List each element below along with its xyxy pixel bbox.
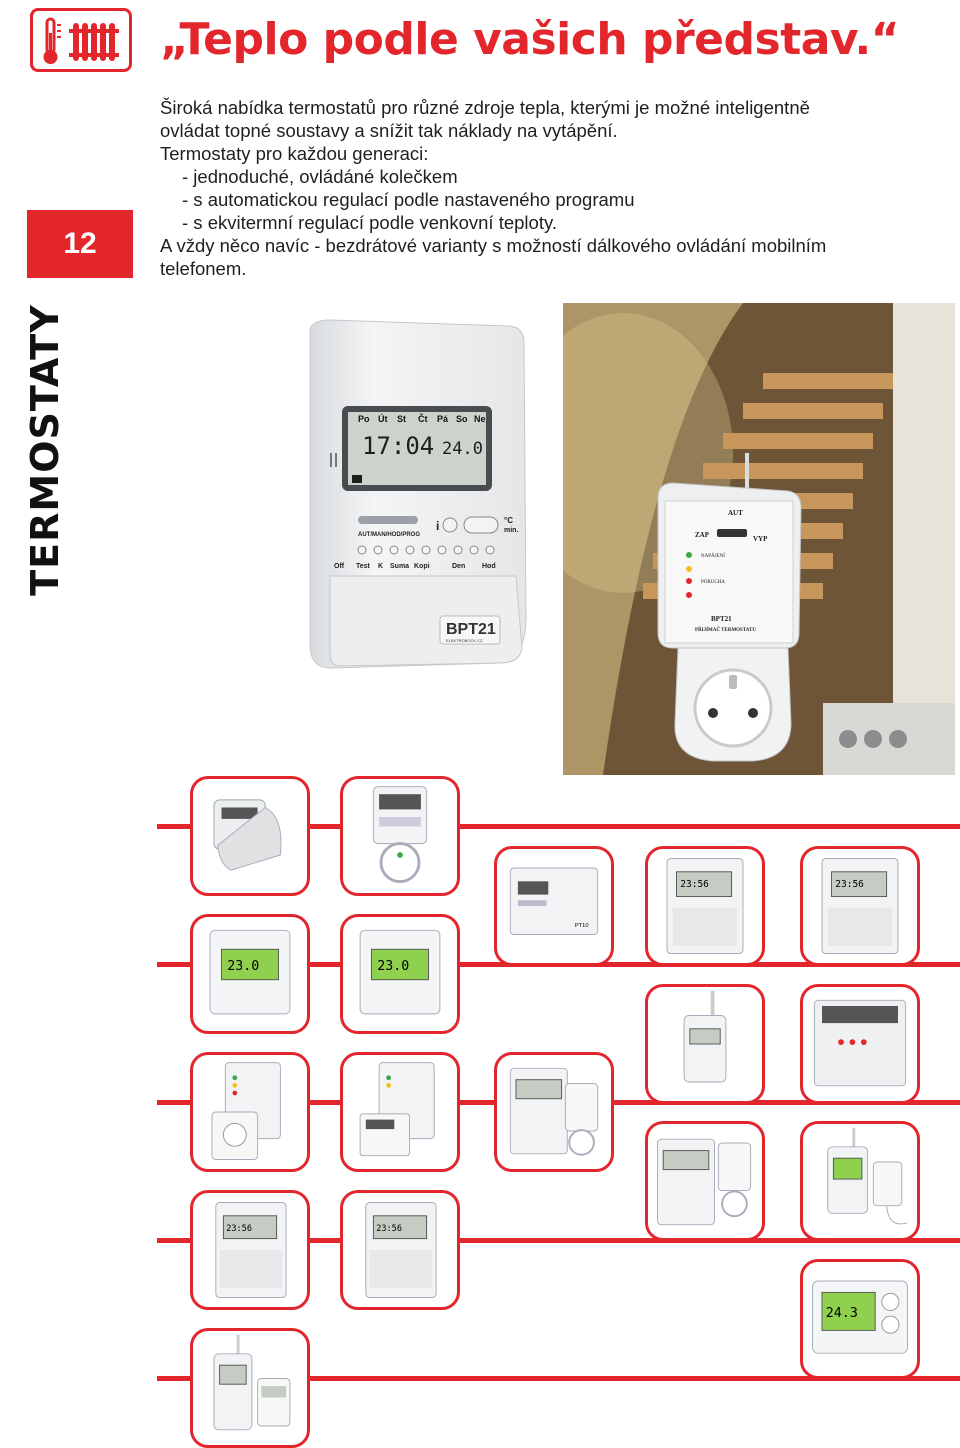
day-label: Čt [418,413,428,424]
receiver-zap: ZAP [695,531,710,539]
svg-text:23:56: 23:56 [376,1224,402,1234]
day-label: St [397,414,406,424]
button-label: Den [452,563,465,570]
mode-label: AUT/MAN/HOD/PROG [358,532,420,538]
receiver-porucha: PORUCHA [701,580,725,585]
day-label: Pá [437,414,449,424]
button-label: Hod [482,563,496,570]
product-tile[interactable] [645,1121,765,1241]
product-tile[interactable]: 23:56 [645,846,765,966]
svg-text:23.0: 23.0 [377,959,409,974]
intro-line: telefonem. [160,258,247,279]
svg-text:23.0: 23.0 [227,959,259,974]
product-tile[interactable]: 23:56 [340,1190,460,1310]
svg-text:23:56: 23:56 [680,879,709,890]
button-label: Test [356,563,371,570]
intro-bullet: - jednoduché, ovládáné kolečkem [182,166,458,187]
section-label: TERMOSTATY [10,285,80,615]
product-tile[interactable] [645,984,765,1104]
day-label: So [456,414,468,424]
product-tile[interactable]: 23:56 [800,846,920,966]
row-divider [157,824,960,829]
temp-display: 24.0 [442,439,483,459]
svg-text:i: i [436,519,439,533]
intro-bullet: - s ekvitermní regulací podle venkovní t… [182,212,557,233]
receiver-vyp: VYP [753,535,768,543]
button-label: K [378,563,383,570]
thermometer-radiator-icon [30,8,132,72]
receiver-napajeni: NAPÁJENÍ [701,553,725,559]
product-tile[interactable] [190,776,310,896]
product-tile[interactable] [494,1052,614,1172]
day-label: Ne [474,414,486,424]
product-tile[interactable]: PT10 [494,846,614,966]
product-tile[interactable] [340,1052,460,1172]
intro-line: A vždy něco navíc - bezdrátové varianty … [160,235,827,256]
row-divider [157,1238,960,1243]
page-title: „Teplo podle vašich představ.“ [160,14,900,65]
product-tile[interactable]: 24.3 [800,1259,920,1379]
hero-interior-photo: AUT ZAP VYP NAPÁJENÍ PORUCHA BPT21 PŘIJÍ… [563,303,955,775]
svg-text:24.3: 24.3 [826,1306,858,1321]
product-tile[interactable]: 23.0 [190,914,310,1034]
receiver-brand: BPT21 [711,615,732,623]
product-tile[interactable] [800,1121,920,1241]
product-tile[interactable]: 23.0 [340,914,460,1034]
receiver-aut: AUT [728,509,743,517]
receiver-subtitle: PŘIJÍMAČ TERMOSTATU [695,627,756,633]
button-label: Kopi [414,563,430,570]
hero-thermostat-image: Po Út St Čt Pá So Ne 17:04 24.0 AUT/MAN/… [300,318,530,688]
product-tile[interactable] [800,984,920,1104]
day-label: Po [358,414,370,424]
product-tile[interactable] [190,1328,310,1448]
intro-line: ovládat topné soustavy a snížit tak nákl… [160,120,618,141]
day-label: Út [378,413,388,424]
brand-label: BPT21 [446,621,496,638]
button-label: Off [334,563,345,570]
maker-label: ELEKTROBOCK CZ [446,638,483,643]
svg-text:23:56: 23:56 [226,1224,252,1234]
svg-text:23:56: 23:56 [835,879,864,890]
min-label: min. [504,527,518,534]
intro-line: Široká nabídka termostatů pro různé zdro… [160,97,810,118]
svg-text:PT10: PT10 [575,923,589,929]
intro-bullet: - s automatickou regulací podle nastaven… [182,189,635,210]
row-divider [157,1376,960,1381]
page-number-badge: 12 [27,210,133,278]
product-tile[interactable]: 23:56 [190,1190,310,1310]
intro-text: Široká nabídka termostatů pro různé zdro… [160,96,960,280]
time-display: 17:04 [362,432,434,460]
intro-line: Termostaty pro každou generaci: [160,143,429,164]
product-tile[interactable] [340,776,460,896]
unit-label: °C [504,516,513,525]
product-tile[interactable] [190,1052,310,1172]
section-label-text: TERMOSTATY [23,304,67,596]
button-label: Suma [390,563,409,570]
